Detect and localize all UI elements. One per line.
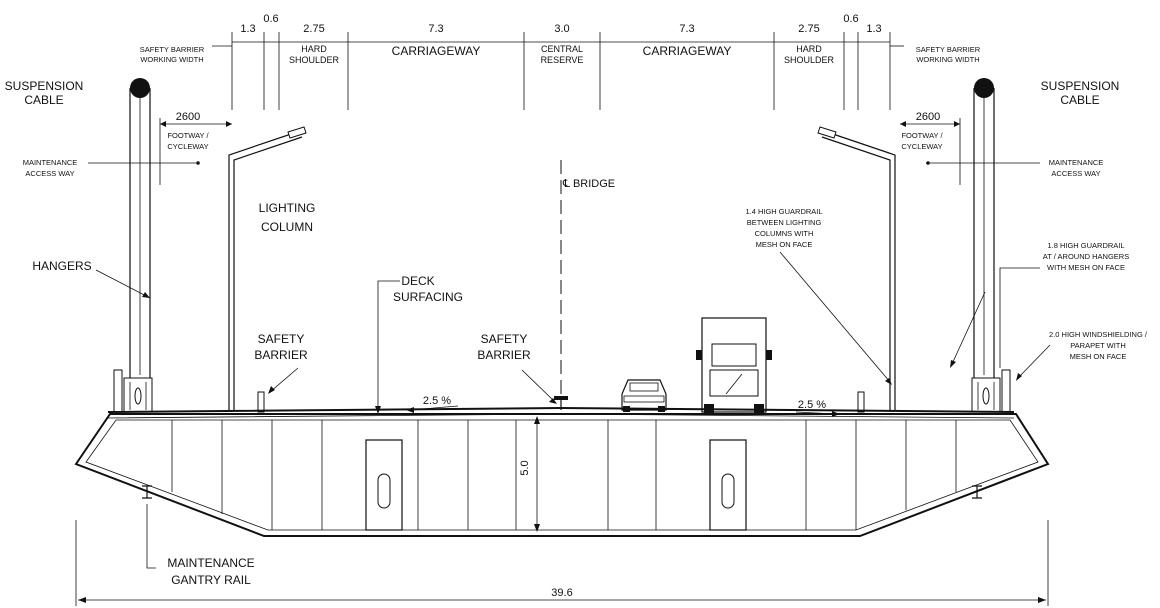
suspension-cable-right-label-1: SUSPENSION: [1041, 79, 1120, 93]
gradient-left: 2.5 %: [406, 395, 459, 413]
lighting-column-left: [228, 126, 307, 410]
windshielding-label-2: PARAPET WITH: [1070, 341, 1126, 350]
overall-width-value: 39.6: [551, 587, 572, 599]
safety-barrier-left-label-2: BARRIER: [254, 348, 308, 362]
guardrail-14-label-1: 1.4 HIGH GUARDRAIL: [745, 207, 822, 216]
gradient-right-label: 2.5 %: [798, 399, 826, 411]
footway-right-dimension: 2600: [900, 111, 961, 185]
footway-left-label-1: FOOTWAY /: [167, 131, 209, 140]
dim-hard-shoulder-left: 2.75: [303, 23, 324, 35]
depth-value: 5.0: [519, 460, 531, 475]
guardrail-18-label-3: WITH MESH ON FACE: [1047, 263, 1125, 272]
dim-gap-left: 0.6: [263, 13, 278, 25]
footway-left-dimension: 2600: [159, 111, 232, 185]
barrier-post-left: [257, 391, 265, 413]
barrier-width-right-label-2: WORKING WIDTH: [916, 55, 979, 64]
box-girder: [74, 413, 1050, 537]
guardrail-14-label-4: MESH ON FACE: [756, 240, 813, 249]
deck-surfacing-label-1: DECK: [401, 274, 434, 288]
hard-shoulder-right-label-2: SHOULDER: [784, 55, 835, 65]
footway-right-label-1: FOOTWAY /: [901, 131, 943, 140]
barrier-width-left-label-2: WORKING WIDTH: [140, 55, 203, 64]
suspension-cable-left-label-2: CABLE: [24, 93, 63, 107]
gradient-left-label: 2.5 %: [423, 395, 451, 407]
dim-carriageway-right: 7.3: [679, 23, 694, 35]
dim-gap-right: 0.6: [843, 13, 858, 25]
windshielding-label-3: MESH ON FACE: [1070, 352, 1127, 361]
footway-right-label-2: CYCLEWAY: [901, 142, 942, 151]
barrier-width-right-label-1: SAFETY BARRIER: [916, 45, 981, 54]
dim-central-reserve: 3.0: [554, 23, 569, 35]
hard-shoulder-right-label-1: HARD: [796, 44, 822, 54]
lighting-column-right: [817, 126, 896, 410]
suspension-cable-right-label-2: CABLE: [1060, 93, 1099, 107]
guardrail-18-label-2: AT / AROUND HANGERS: [1043, 252, 1129, 261]
dim-barrier-width-left: 1.3: [240, 23, 255, 35]
dim-barrier-width-right: 1.3: [866, 23, 881, 35]
maintenance-access-right-label-1: MAINTENANCE: [1049, 158, 1104, 167]
overall-width-dimension: 39.6: [75, 520, 1049, 606]
footway-left-width: 2600: [176, 111, 200, 123]
truck-icon: [696, 317, 772, 414]
deck-surface: [107, 406, 1015, 413]
parapet-right: [971, 369, 1011, 413]
maintenance-access-right-label-2: ACCESS WAY: [1051, 169, 1100, 178]
centreline-label: ℄ BRIDGE: [562, 178, 615, 190]
dim-carriageway-left: 7.3: [428, 23, 443, 35]
barrier-post-right: [857, 391, 865, 413]
top-dimension-chain: 1.3 0.6 2.75 7.3 3.0 7.3 2.75 0.6 1.3: [231, 13, 891, 110]
safety-barrier-centre-label-2: BARRIER: [477, 348, 531, 362]
suspension-cable-left-label-1: SUSPENSION: [5, 79, 84, 93]
safety-barrier-left-label-1: SAFETY: [258, 332, 305, 346]
suspension-cable-right: [973, 78, 995, 410]
windshielding-label-1: 2.0 HIGH WINDSHIELDING /: [1049, 330, 1148, 339]
lighting-column-label-2: COLUMN: [261, 220, 313, 234]
deck-surfacing-label-2: SURFACING: [393, 290, 463, 304]
dim-hard-shoulder-right: 2.75: [798, 23, 819, 35]
parapet-left: [113, 369, 153, 413]
central-reserve-label-2: RESERVE: [541, 55, 584, 65]
lighting-column-label-1: LIGHTING: [259, 201, 316, 215]
suspension-cable-left: [129, 78, 151, 410]
maintenance-access-left-label-2: ACCESS WAY: [25, 169, 74, 178]
carriageway-right-label: CARRIAGEWAY: [643, 44, 732, 58]
barrier-width-left-label-1: SAFETY BARRIER: [140, 45, 205, 54]
footway-right-width: 2600: [916, 111, 940, 123]
maintenance-access-left-label-1: MAINTENANCE: [23, 158, 78, 167]
guardrail-14-label-3: COLUMNS WITH: [755, 229, 814, 238]
car-icon: [621, 379, 667, 412]
hard-shoulder-left-label-2: SHOULDER: [289, 55, 340, 65]
hard-shoulder-left-label-1: HARD: [301, 44, 327, 54]
hangers-label: HANGERS: [32, 259, 91, 273]
central-reserve-label-1: CENTRAL: [541, 44, 583, 54]
gantry-rail-label-2: GANTRY RAIL: [171, 573, 251, 587]
safety-barrier-centre-label-1: SAFETY: [481, 332, 528, 346]
guardrail-18-label-1: 1.8 HIGH GUARDRAIL: [1047, 241, 1124, 250]
carriageway-left-label: CARRIAGEWAY: [392, 44, 481, 58]
gantry-rail-label-1: MAINTENANCE: [167, 556, 254, 570]
footway-left-label-2: CYCLEWAY: [167, 142, 208, 151]
depth-dimension: 5.0: [519, 416, 540, 532]
guardrail-14-label-2: BETWEEN LIGHTING: [747, 218, 822, 227]
